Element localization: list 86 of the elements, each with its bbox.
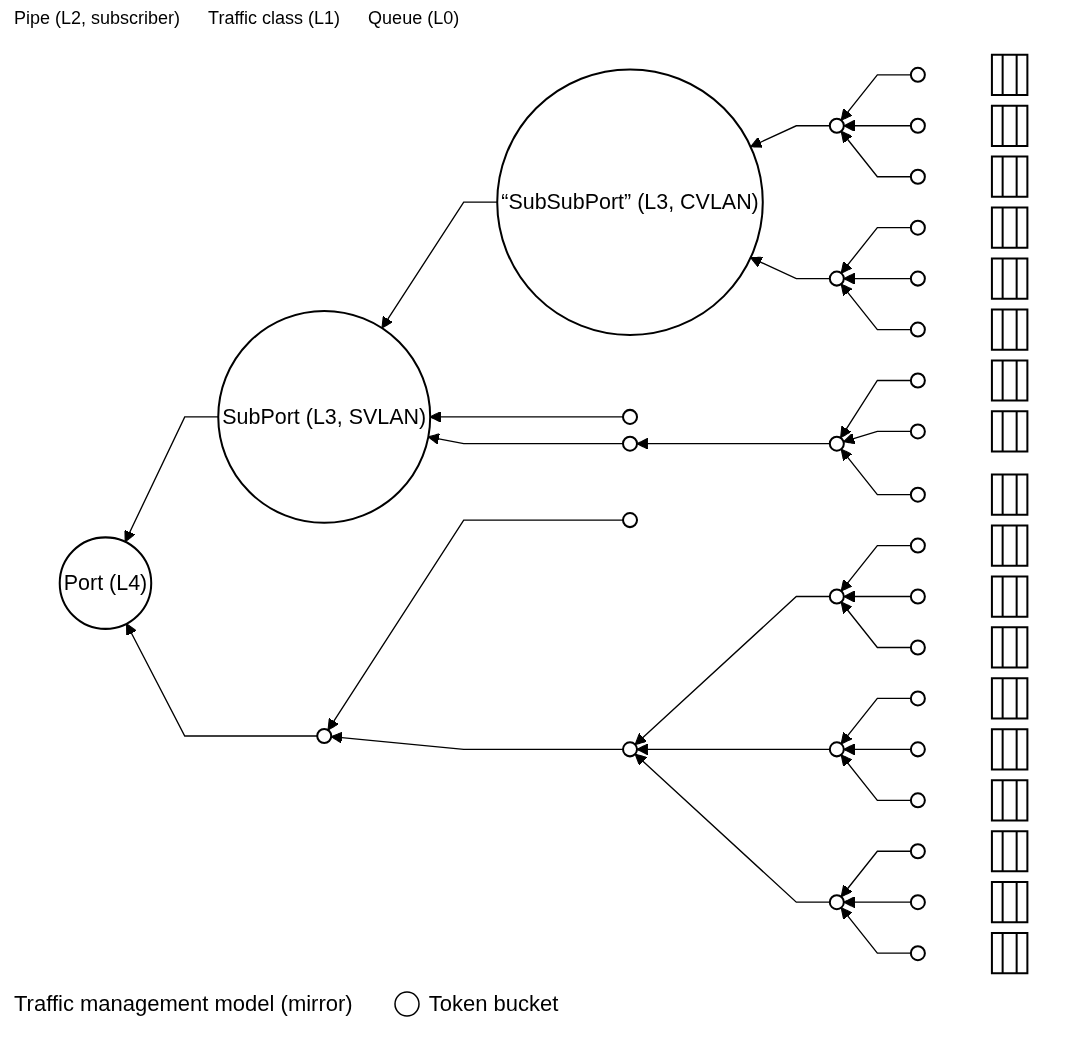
node-circle <box>909 117 926 134</box>
node-circle <box>621 512 638 529</box>
level-label: Queue (L0) <box>368 8 460 29</box>
node-circle <box>909 270 926 287</box>
node-circle <box>909 588 926 605</box>
node-bar <box>990 473 1029 516</box>
node-circle <box>909 66 926 83</box>
arrow <box>750 256 831 280</box>
level-label: Traffic management model (mirror) <box>14 991 353 1017</box>
node-circle <box>909 537 926 554</box>
node-bar <box>990 206 1029 249</box>
arrow <box>840 697 912 745</box>
node-circle <box>316 727 333 744</box>
node-circle <box>828 588 845 605</box>
arrow <box>330 731 624 751</box>
arrow <box>840 448 912 496</box>
arrow <box>840 850 912 898</box>
arrow <box>840 227 912 274</box>
node-circle <box>909 168 926 185</box>
node-circle <box>217 309 432 524</box>
arrow <box>750 125 831 148</box>
node-bar <box>990 728 1029 771</box>
node-bar <box>990 410 1029 453</box>
arrow <box>634 753 831 903</box>
node-bar <box>990 308 1029 351</box>
node-circle <box>909 639 926 656</box>
arrow <box>124 416 219 543</box>
node-bar <box>990 155 1029 198</box>
arrow <box>634 595 831 746</box>
node-circle <box>621 741 638 758</box>
arrow <box>843 590 912 603</box>
arrow <box>840 283 912 331</box>
arrow <box>843 743 912 756</box>
node-circle <box>828 435 845 452</box>
node-circle <box>621 435 638 452</box>
arrow <box>843 119 912 132</box>
tree-diagram: Port (L4) SubPort (L3, SVLAN) “SubSubPort” (L3, CVLAN) <box>48 44 1039 984</box>
node-circle <box>621 408 638 425</box>
node-circle <box>496 68 764 336</box>
arrow <box>840 907 912 954</box>
arrow <box>840 754 912 801</box>
node-bar <box>990 524 1029 567</box>
node-bar <box>990 830 1029 873</box>
node-circle <box>909 741 926 758</box>
arrow <box>840 544 912 592</box>
node-circle <box>909 894 926 911</box>
arrow <box>636 743 831 756</box>
arrow <box>840 130 912 178</box>
arrow <box>381 201 498 329</box>
node-bar <box>990 575 1029 618</box>
node-circle <box>909 321 926 338</box>
node-circle <box>909 690 926 707</box>
node-bar <box>990 104 1029 147</box>
node-bar <box>990 626 1029 669</box>
node-circle <box>909 372 926 389</box>
node-circle <box>828 117 845 134</box>
arrow <box>427 433 624 445</box>
node-bar <box>990 779 1029 822</box>
arrow <box>840 379 912 439</box>
arrow <box>125 623 318 737</box>
node-circle <box>828 741 845 758</box>
arrow <box>843 272 912 285</box>
node-circle <box>828 270 845 287</box>
node-bar <box>990 53 1029 96</box>
arrow <box>840 74 912 121</box>
node-bar <box>990 257 1029 300</box>
node-circle <box>58 536 153 630</box>
legend-label: Token bucket <box>428 991 559 1017</box>
arrow <box>842 430 912 445</box>
node-circle <box>828 894 845 911</box>
node-circle <box>909 219 926 236</box>
level-label: Pipe (L2, subscriber) <box>14 8 181 29</box>
arrow <box>636 437 831 450</box>
node-circle <box>909 843 926 860</box>
node-circle <box>909 945 926 962</box>
node-bar <box>990 359 1029 402</box>
node-bar <box>990 932 1029 975</box>
node-bar <box>990 881 1029 924</box>
arrow <box>843 896 912 909</box>
arrow <box>327 519 624 731</box>
node-circle <box>909 486 926 503</box>
arrow <box>840 601 912 649</box>
level-label: Traffic class (L1) <box>208 8 341 29</box>
node-circle <box>909 423 926 440</box>
node-bar <box>990 677 1029 720</box>
node-circle <box>909 792 926 809</box>
